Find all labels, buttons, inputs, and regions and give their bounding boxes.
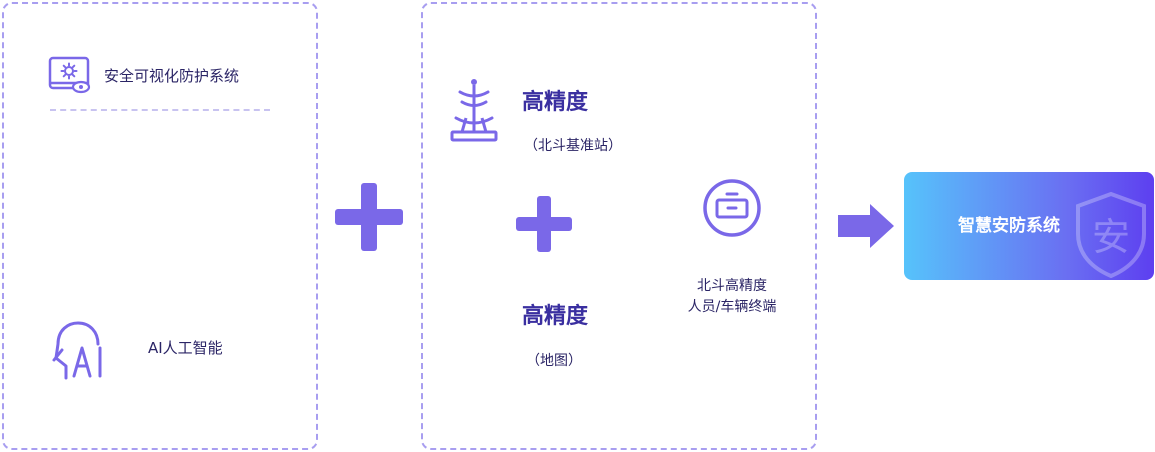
divider-line (50, 109, 270, 111)
security-system-label: 安全可视化防护系统 (104, 67, 240, 85)
result-box: 安 智慧安防系统 (904, 172, 1154, 280)
arrow-right-icon (838, 204, 894, 252)
terminal-label-line1: 北斗高精度 (697, 278, 767, 294)
station-title: 高精度 (522, 90, 589, 115)
plus-icon (335, 183, 403, 251)
plus-icon (516, 196, 572, 252)
ai-head-icon (48, 320, 108, 386)
monitor-gear-eye-icon (48, 56, 92, 100)
station-subtitle: （北斗基准站） (524, 138, 622, 154)
terminal-device-icon (701, 177, 763, 243)
shield-watermark-char: 安 (1092, 215, 1130, 259)
result-label: 智慧安防系统 (958, 216, 1060, 236)
input-panel-middle (421, 2, 817, 450)
base-station-icon (446, 78, 502, 146)
map-subtitle: （地图） (526, 353, 582, 369)
terminal-label-line2: 人员/车辆终端 (687, 299, 777, 315)
shield-icon: 安 (1068, 190, 1154, 280)
ai-label: AI人工智能 (148, 339, 223, 357)
input-panel-left (2, 2, 318, 450)
map-title: 高精度 (522, 304, 589, 329)
